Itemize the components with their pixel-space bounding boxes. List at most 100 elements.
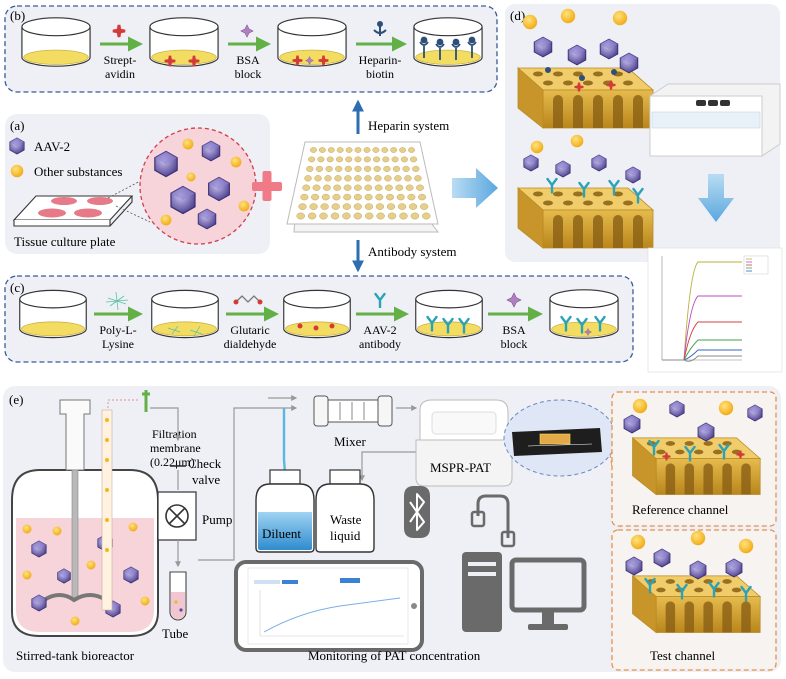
check-valve-label-line2: valve xyxy=(192,472,220,487)
well xyxy=(304,175,312,182)
well xyxy=(374,175,382,182)
sensorgram-chart xyxy=(647,247,783,373)
well xyxy=(324,175,332,182)
tablet-monitor xyxy=(234,560,424,652)
well xyxy=(412,165,420,172)
panel-c-label: (c) xyxy=(10,280,24,295)
well xyxy=(409,203,418,210)
panel-a-label: (a) xyxy=(10,118,24,133)
bioreactor-caption: Stirred-tank bioreactor xyxy=(16,648,135,663)
antibody-system-label: Antibody system xyxy=(368,244,456,259)
well xyxy=(325,165,333,172)
well xyxy=(333,184,342,191)
dish-c1 xyxy=(19,289,87,339)
step-b3-line1: Heparin- xyxy=(359,53,402,67)
poly-l-lysine-icon xyxy=(105,291,129,311)
dish-b1 xyxy=(21,17,91,67)
well xyxy=(376,212,385,220)
plus-icon xyxy=(252,171,282,201)
well xyxy=(307,212,317,220)
well xyxy=(408,147,415,153)
well xyxy=(364,165,372,172)
well xyxy=(399,147,406,153)
pump-icon xyxy=(157,491,197,541)
well xyxy=(315,165,324,172)
mspr-instrument-icon xyxy=(649,83,781,157)
arrow-to-panel-d xyxy=(452,168,498,208)
test-channel-box xyxy=(611,529,777,671)
heparin-coated-surface xyxy=(419,36,477,60)
well-plate-96 xyxy=(286,141,440,233)
well xyxy=(319,212,328,220)
well xyxy=(400,156,408,163)
heparin-sensor-surface xyxy=(517,67,654,129)
sensor-chip-zoom xyxy=(503,399,617,477)
well xyxy=(374,184,383,191)
well xyxy=(317,156,325,163)
well xyxy=(296,212,305,220)
well xyxy=(330,212,340,220)
bluetooth-icon xyxy=(404,486,430,538)
well xyxy=(308,156,316,163)
well xyxy=(353,203,362,210)
pll-coating xyxy=(167,325,203,337)
check-valve-label-line1: Check xyxy=(188,456,222,471)
step-c2-line1: Glutaric xyxy=(230,323,269,337)
well xyxy=(391,156,399,163)
well xyxy=(396,193,405,201)
well xyxy=(354,165,362,172)
well xyxy=(418,193,427,201)
tube-to-mixer xyxy=(198,405,298,561)
filtration-label-line2: membrane xyxy=(150,441,201,455)
wells-grid xyxy=(296,147,431,220)
computer-icon xyxy=(462,494,587,632)
step-b1-line1: Strept- xyxy=(104,53,137,67)
well xyxy=(353,193,362,201)
sensorgram-curve xyxy=(662,355,742,362)
well xyxy=(420,203,429,210)
well xyxy=(344,165,352,172)
well xyxy=(331,203,340,210)
well xyxy=(414,175,422,182)
well xyxy=(354,147,362,153)
well xyxy=(402,165,410,172)
well xyxy=(311,193,320,201)
well xyxy=(375,203,385,210)
well xyxy=(354,156,362,163)
well xyxy=(310,147,317,153)
well xyxy=(326,156,334,163)
well xyxy=(363,156,371,163)
well xyxy=(387,212,397,220)
step-b1-line2: avidin xyxy=(105,67,135,81)
well xyxy=(312,184,321,191)
well xyxy=(353,212,362,220)
pump-label: Pump xyxy=(202,512,232,527)
step-c1-line2: Lysine xyxy=(102,337,134,351)
well xyxy=(345,147,353,153)
well xyxy=(342,212,351,220)
well xyxy=(327,147,335,153)
step-c2-line2: dialdehyde xyxy=(224,337,277,351)
waste-label-line2: liquid xyxy=(330,528,361,543)
dish-b2 xyxy=(149,17,219,67)
well xyxy=(410,212,420,220)
well xyxy=(306,165,314,172)
well xyxy=(343,193,352,201)
well xyxy=(365,212,374,220)
well xyxy=(363,147,371,153)
well xyxy=(302,184,311,191)
heparin-sensor-particles xyxy=(522,8,639,92)
well xyxy=(332,193,341,201)
well xyxy=(344,175,352,182)
dish-b3 xyxy=(277,17,347,67)
well xyxy=(416,184,424,191)
panel-d-label: (d) xyxy=(510,8,525,23)
glutaric-dialdehyde-icon xyxy=(233,295,263,305)
well xyxy=(334,175,342,182)
well xyxy=(345,156,353,163)
mspr-pat-device xyxy=(415,399,513,487)
reference-channel-box xyxy=(611,391,777,527)
well xyxy=(399,212,408,220)
well xyxy=(335,165,343,172)
other-substances-legend-icon xyxy=(10,164,24,178)
